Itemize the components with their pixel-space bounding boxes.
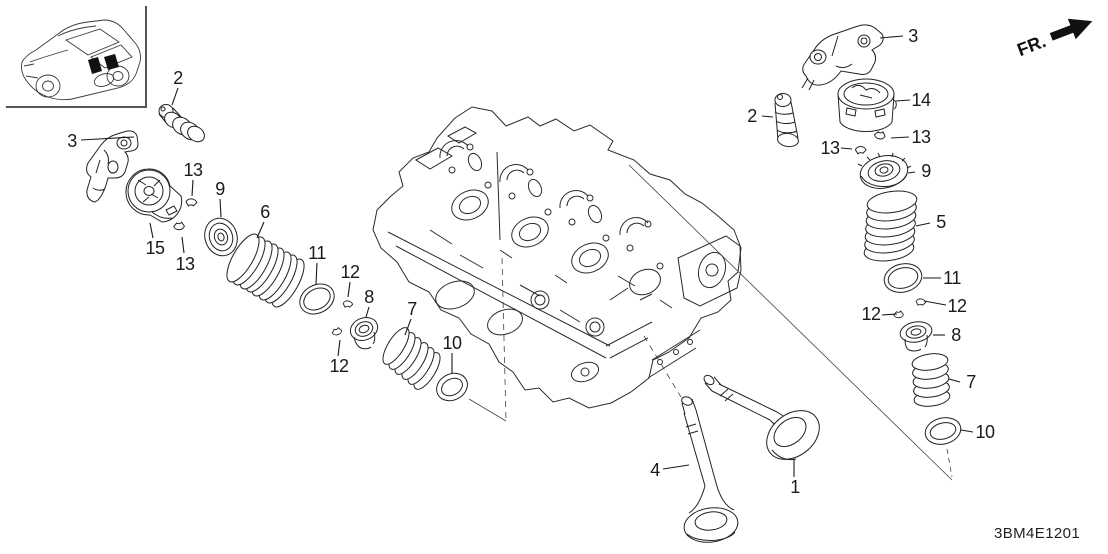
construction-lines: [468, 164, 953, 481]
fr-direction-indicator: FR.: [1014, 18, 1093, 60]
tappet-bucket-right: [837, 78, 897, 132]
valve-spring-inner-right: [911, 353, 951, 407]
rocker-arm-left: [86, 130, 139, 203]
fr-arrow-icon: [1049, 18, 1093, 41]
spring-seat-inner-left: [436, 372, 468, 402]
vehicle-sketch: [21, 19, 141, 101]
valve-spring-outer-right: [863, 190, 918, 262]
lash-adjuster-left: [158, 104, 205, 143]
diagram-code: 3BM4E1201: [994, 525, 1081, 542]
valve-spring-outer-left: [226, 233, 305, 308]
valve-seal-right: [899, 321, 933, 352]
tappet-bucket-left: [125, 168, 183, 223]
leader-lines: [80, 35, 974, 477]
spring-retainer-right: [857, 152, 912, 189]
exhaust-valve: [703, 374, 820, 461]
bolt-holes: [448, 143, 664, 270]
rocker-arm-right: [801, 24, 884, 91]
intake-valve: [681, 396, 739, 543]
spring-retainer-left: [204, 217, 238, 257]
cylinder-head-illustration: [372, 106, 742, 409]
spring-seat-left: [299, 283, 335, 315]
valve-spring-inner-left: [382, 327, 441, 390]
component-location-highlight: [88, 54, 119, 74]
spring-seat-right: [883, 263, 923, 293]
spring-seat-inner-right: [924, 417, 962, 445]
fr-label: FR.: [1014, 31, 1048, 60]
vehicle-thumbnail: [6, 6, 147, 108]
lash-adjuster-right: [774, 93, 799, 148]
valve-seal-left: [349, 317, 379, 350]
